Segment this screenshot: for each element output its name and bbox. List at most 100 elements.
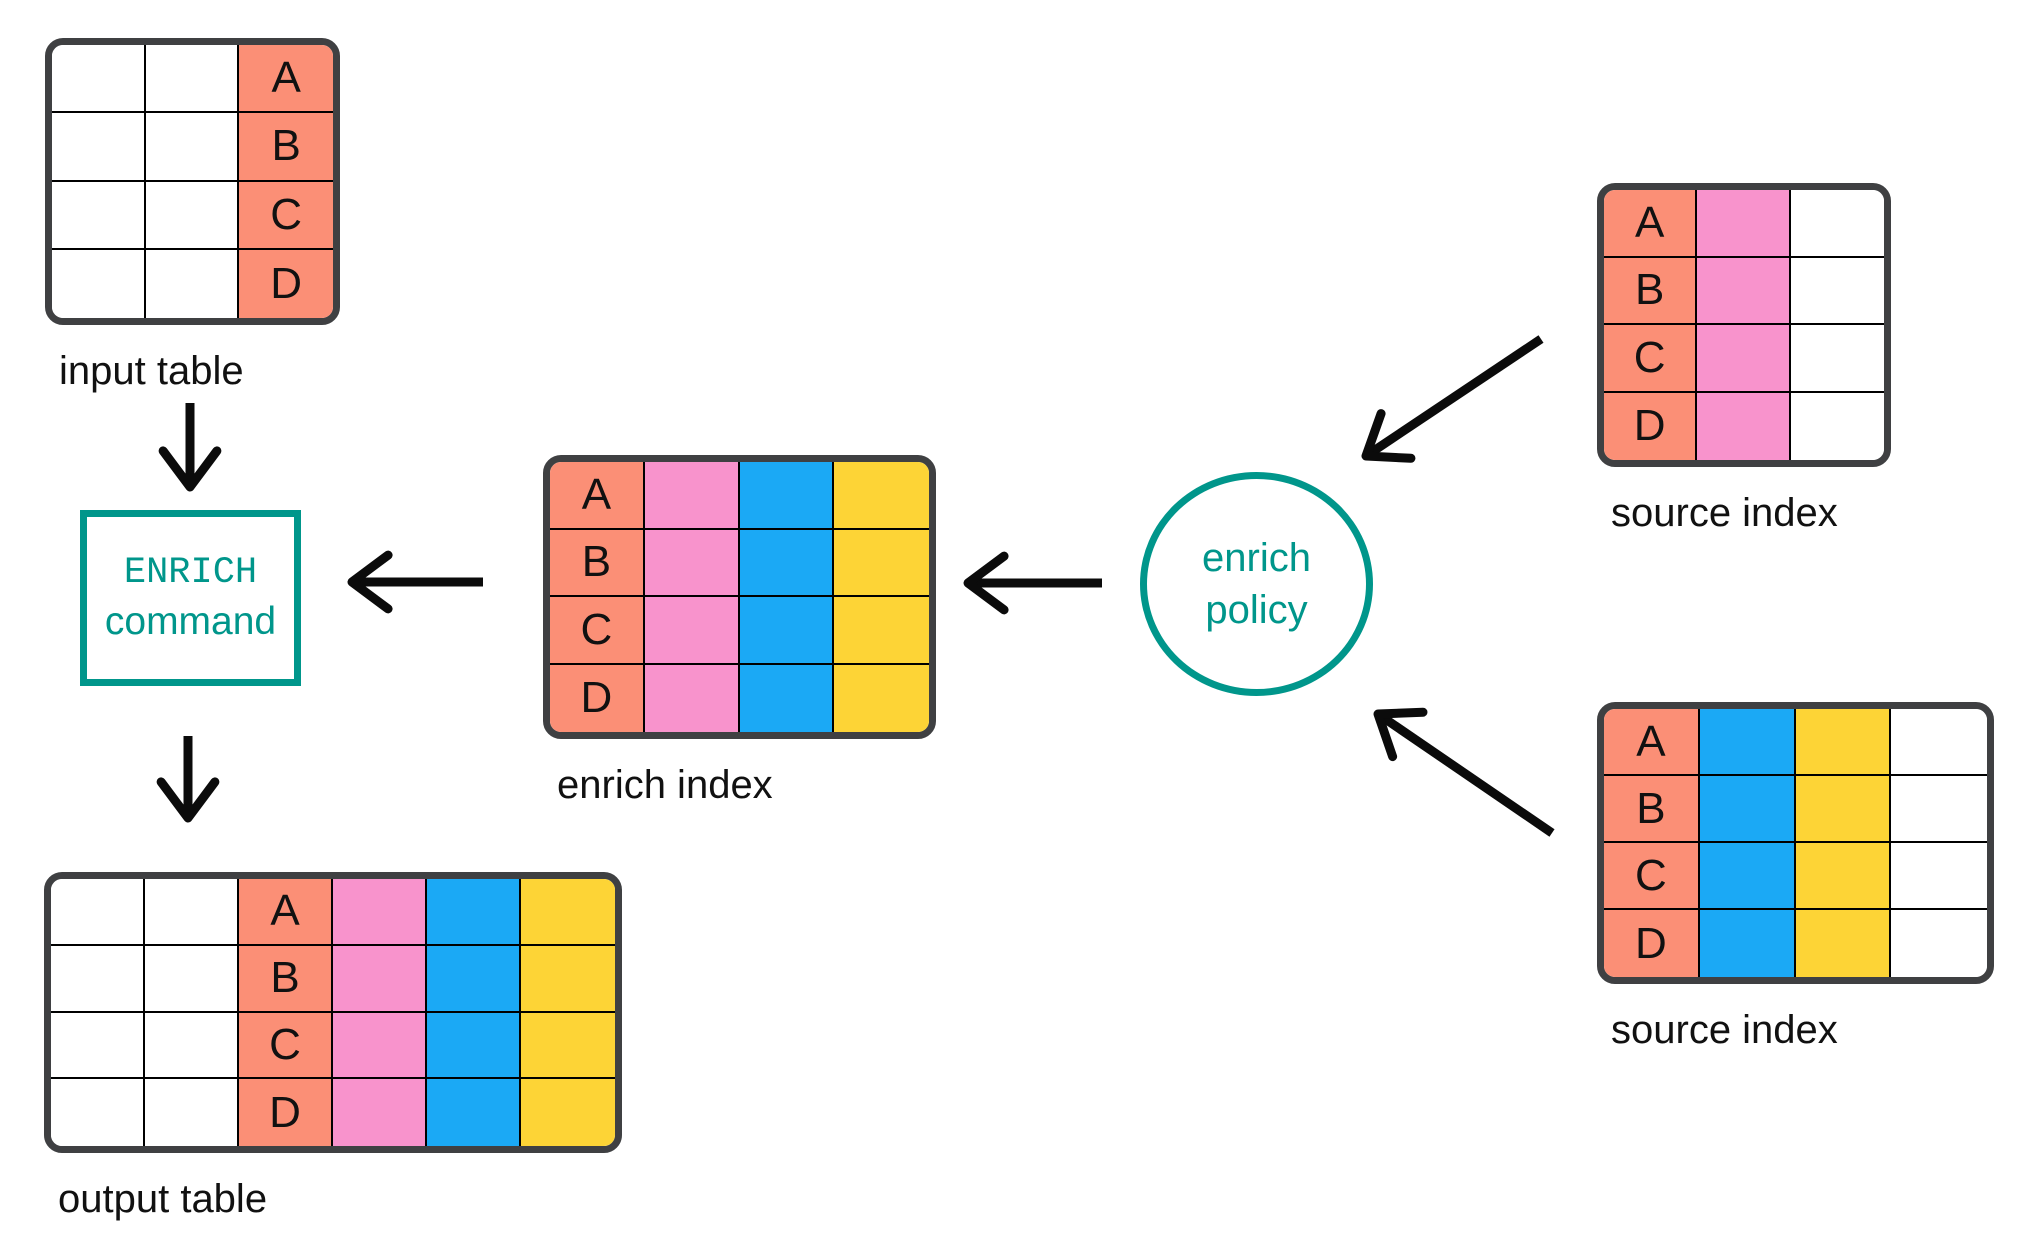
table-cell: C [1604,325,1698,393]
table-cell [333,945,427,1013]
table-cell [1795,843,1892,910]
table-cell [739,664,835,732]
table-cell [1790,392,1884,460]
table-cell [145,181,240,250]
table-cell [739,462,835,530]
table-cell [1795,776,1892,843]
table-cell [1790,325,1884,393]
table-cell [427,1012,521,1080]
table-cell [427,1079,521,1146]
table-cell [1795,910,1892,977]
table-cell [333,1012,427,1080]
table-cell [145,879,239,946]
enrich-policy-circle: enrich policy [1140,472,1373,696]
table-cell [145,45,240,114]
table-cell [644,664,740,732]
table-cell: A [239,879,333,946]
table-cell [1699,709,1796,776]
arrow-command-to-output [156,736,220,823]
table-cell [1891,709,1987,776]
table-cell: B [239,945,333,1013]
arrow-index-to-command [347,550,483,614]
table-cell [427,879,521,946]
table-cell [51,879,145,946]
arrow-source-top-to-policy [1361,335,1544,463]
table-cell [51,1012,145,1080]
table-cell [52,249,146,318]
arrow-input-to-command [158,403,222,492]
table-cell [333,879,427,946]
table-cell [1790,190,1884,258]
table-cell: C [550,597,645,665]
table-cell [145,945,239,1013]
table-cell [1699,843,1796,910]
table-cell: D [239,249,333,318]
table-cell [834,597,929,665]
table-cell [333,1079,427,1146]
table-cell [1699,910,1796,977]
table-cell [521,1079,615,1146]
table-cell [52,181,146,250]
table-cell [644,529,740,597]
table-cell: D [1604,910,1700,977]
table-cell [52,113,146,182]
enrich-command-keyword: ENRICH [123,552,258,594]
arrow-source-bottom-to-policy [1373,707,1555,837]
table-cell [145,1012,239,1080]
table-cell [1891,843,1987,910]
input-table-label: input table [59,349,244,393]
table-cell [521,1012,615,1080]
table-cell: B [1604,776,1700,843]
table-cell: B [1604,257,1698,325]
table-cell [145,1079,239,1146]
table-cell [1795,709,1892,776]
table-cell [1697,190,1791,258]
table-cell: A [1604,190,1698,258]
table-cell [1697,325,1791,393]
table-cell [51,945,145,1013]
table-cell [427,945,521,1013]
table-cell [1891,910,1987,977]
table-cell: B [239,113,333,182]
table-cell [739,597,835,665]
table-cell [739,529,835,597]
enrich-command-box: ENRICH command [80,510,301,686]
table-cell [145,113,240,182]
enrich-command-word: command [104,600,277,643]
table-cell [1790,257,1884,325]
table-cell: B [550,529,645,597]
table-cell [834,462,929,530]
output-table-label: output table [58,1177,268,1221]
table-cell [521,945,615,1013]
source-index-top-label: source index [1611,491,1838,535]
enrich-index-label: enrich index [557,763,773,807]
table-cell: C [1604,843,1700,910]
table-cell: C [239,1012,333,1080]
table-cell: A [1604,709,1700,776]
table-cell: A [239,45,333,114]
table-cell [51,1079,145,1146]
table-cell: D [1604,392,1698,460]
table-cell [1891,776,1987,843]
table-cell [834,664,929,732]
table-cell: D [550,664,645,732]
table-cell: D [239,1079,333,1146]
table-cell [1697,257,1791,325]
table-cell: C [239,181,333,250]
enrich-policy-line1: enrich [1202,536,1311,580]
table-cell [1699,776,1796,843]
table-cell [145,249,240,318]
enrich-policy-line2: policy [1205,588,1308,632]
table-cell [521,879,615,946]
table-cell [52,45,146,114]
table-cell [644,462,740,530]
